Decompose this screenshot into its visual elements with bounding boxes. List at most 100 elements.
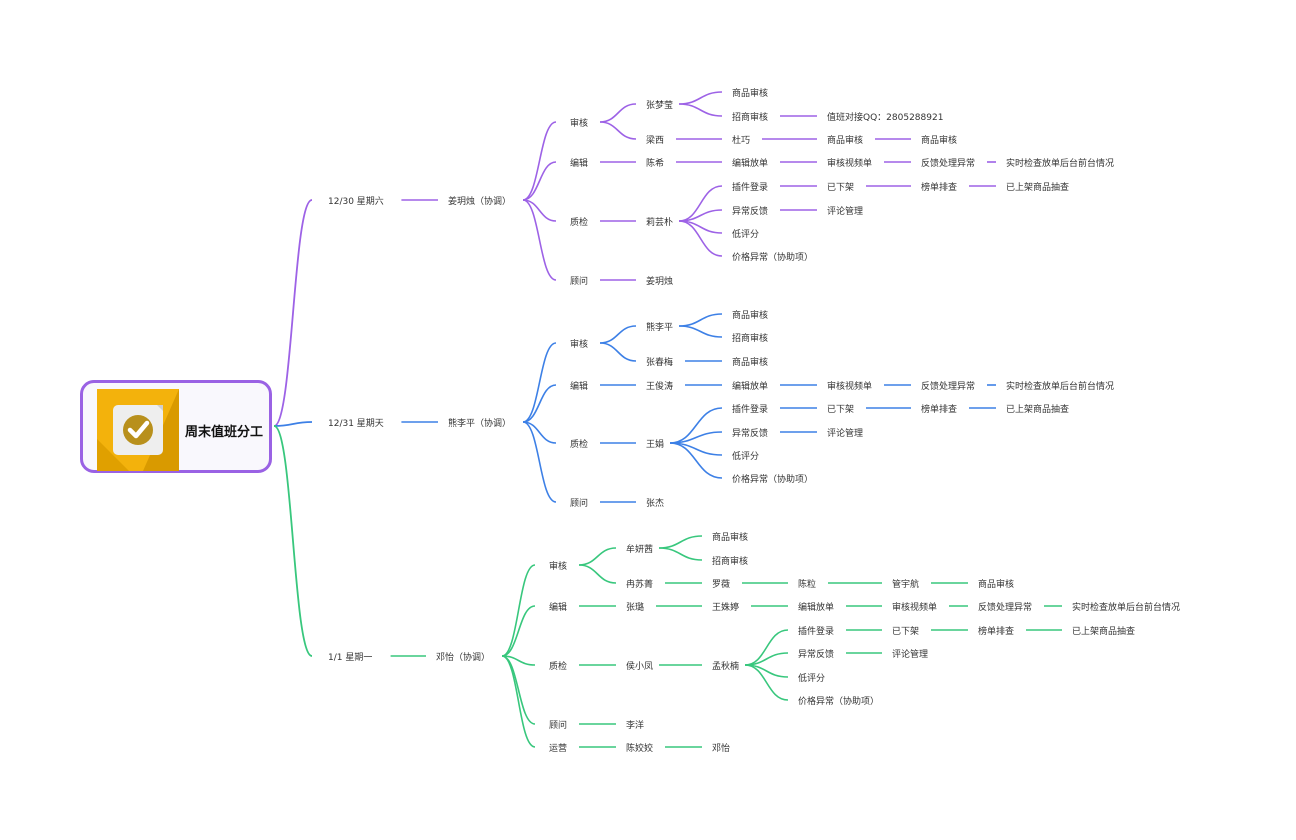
node-label[interactable]: 莉芸朴 <box>646 216 673 228</box>
node-label[interactable]: 张梦莹 <box>646 100 673 111</box>
group-label[interactable]: 审核 <box>570 338 588 350</box>
node-label[interactable]: 罗薇 <box>712 578 730 590</box>
node-label[interactable]: 实时检查放单后台前台情况 <box>1006 157 1114 169</box>
node-label[interactable]: 商品审核 <box>732 356 768 368</box>
node-label[interactable]: 值班对接QQ：2805288921 <box>827 111 943 123</box>
group-label[interactable]: 编辑 <box>570 380 588 392</box>
node-label[interactable]: 榜单排查 <box>921 403 957 415</box>
row-branch <box>599 342 637 362</box>
node-label[interactable]: 已下架 <box>827 404 854 415</box>
node-label[interactable]: 评论管理 <box>827 427 863 439</box>
node-label[interactable]: 张杰 <box>646 497 664 509</box>
node-label[interactable]: 商品审核 <box>732 309 768 321</box>
node-label[interactable]: 榜单排查 <box>978 625 1014 637</box>
node-label[interactable]: 侯小凤 <box>626 660 653 672</box>
node-label[interactable]: 审核视频单 <box>827 380 872 392</box>
node-label[interactable]: 审核视频单 <box>892 601 937 613</box>
node-label[interactable]: 招商审核 <box>732 332 768 344</box>
node-label[interactable]: 王俊涛 <box>646 380 673 392</box>
node-label[interactable]: 王娟 <box>646 438 664 450</box>
group-label[interactable]: 质检 <box>570 216 588 228</box>
group-label[interactable]: 运营 <box>549 742 567 754</box>
node-label[interactable]: 李洋 <box>626 719 644 731</box>
node-label[interactable]: 牟妍茜 <box>626 543 653 555</box>
node-label[interactable]: 陈姣姣 <box>626 742 653 754</box>
node-label[interactable]: 邓怡 <box>712 742 730 754</box>
node-label[interactable]: 插件登录 <box>732 181 768 193</box>
node-label[interactable]: 陈粒 <box>798 578 816 590</box>
node-label[interactable]: 价格异常（协助项） <box>798 695 879 707</box>
row-branch <box>678 103 723 117</box>
day-label[interactable]: 1/1 星期一 <box>328 652 372 663</box>
node-label[interactable]: 插件登录 <box>798 625 834 637</box>
node-label[interactable]: 异常反馈 <box>732 427 768 439</box>
node-label[interactable]: 已下架 <box>827 182 854 193</box>
row-branch <box>599 121 637 140</box>
group-label[interactable]: 质检 <box>549 660 567 672</box>
node-label[interactable]: 实时检查放单后台前台情况 <box>1006 380 1114 392</box>
node-label[interactable]: 编辑放单 <box>798 601 834 613</box>
node-label[interactable]: 价格异常（协助项） <box>732 473 813 485</box>
node-label[interactable]: 插件登录 <box>732 403 768 415</box>
row-branch <box>599 103 637 123</box>
group-label[interactable]: 质检 <box>570 438 588 450</box>
node-label[interactable]: 杜巧 <box>732 134 750 146</box>
node-label[interactable]: 商品审核 <box>921 134 957 146</box>
node-label[interactable]: 榜单排查 <box>921 181 957 193</box>
node-label[interactable]: 招商审核 <box>732 111 768 123</box>
group-label[interactable]: 顾问 <box>570 497 588 509</box>
group-label[interactable]: 顾问 <box>549 719 567 731</box>
node-label[interactable]: 梁西 <box>646 134 664 146</box>
day-lead[interactable]: 姜玥烛（协调） <box>448 195 511 207</box>
node-label[interactable]: 张璐 <box>626 601 644 613</box>
day-label[interactable]: 12/31 星期天 <box>328 418 384 429</box>
node-label[interactable]: 已上架商品抽查 <box>1006 181 1069 193</box>
node-label[interactable]: 姜玥烛 <box>646 275 673 287</box>
root-node[interactable]: 周末值班分工 <box>80 380 272 473</box>
node-label[interactable]: 评论管理 <box>827 205 863 217</box>
node-label[interactable]: 已上架商品抽查 <box>1072 625 1135 637</box>
root-title: 周末值班分工 <box>185 425 264 440</box>
node-label[interactable]: 低评分 <box>798 672 825 684</box>
node-label[interactable]: 审核视频单 <box>827 157 872 169</box>
day-lead[interactable]: 熊李平（协调） <box>448 417 511 429</box>
group-label[interactable]: 审核 <box>570 117 588 129</box>
node-label[interactable]: 商品审核 <box>978 578 1014 590</box>
group-label[interactable]: 顾问 <box>570 275 588 287</box>
node-label[interactable]: 实时检查放单后台前台情况 <box>1072 601 1180 613</box>
node-label[interactable]: 商品审核 <box>732 87 768 99</box>
node-label[interactable]: 价格异常（协助项） <box>732 251 813 263</box>
group-label[interactable]: 编辑 <box>570 157 588 169</box>
node-label[interactable]: 熊李平 <box>646 321 673 333</box>
node-label[interactable]: 评论管理 <box>892 648 928 660</box>
node-label[interactable]: 低评分 <box>732 228 759 240</box>
node-label[interactable]: 商品审核 <box>827 134 863 146</box>
node-label[interactable]: 反馈处理异常 <box>921 380 975 392</box>
row-branch <box>599 325 637 344</box>
node-label[interactable]: 王姝婷 <box>712 601 739 613</box>
node-label[interactable]: 商品审核 <box>712 531 748 543</box>
day-lead[interactable]: 邓怡（协调） <box>436 651 490 663</box>
node-label[interactable]: 已上架商品抽查 <box>1006 403 1069 415</box>
node-label[interactable]: 已下架 <box>892 626 919 637</box>
group-branch <box>501 564 536 657</box>
row-branch <box>744 664 789 701</box>
node-label[interactable]: 张春梅 <box>646 356 673 368</box>
node-label[interactable]: 反馈处理异常 <box>978 601 1032 613</box>
node-label[interactable]: 异常反馈 <box>732 205 768 217</box>
group-label[interactable]: 编辑 <box>549 601 567 613</box>
node-label[interactable]: 编辑放单 <box>732 157 768 169</box>
node-label[interactable]: 陈希 <box>646 157 664 169</box>
node-label[interactable]: 反馈处理异常 <box>921 157 975 169</box>
node-label[interactable]: 冉苏菁 <box>626 578 653 590</box>
node-label[interactable]: 管宇航 <box>892 578 919 590</box>
node-label[interactable]: 低评分 <box>732 450 759 462</box>
row-branch <box>578 564 617 584</box>
day-label[interactable]: 12/30 星期六 <box>328 195 384 207</box>
node-label[interactable]: 孟秋楠 <box>712 660 739 672</box>
group-label[interactable]: 审核 <box>549 560 567 572</box>
node-label[interactable]: 异常反馈 <box>798 648 834 660</box>
node-label[interactable]: 招商审核 <box>712 555 748 567</box>
node-label[interactable]: 编辑放单 <box>732 380 768 392</box>
